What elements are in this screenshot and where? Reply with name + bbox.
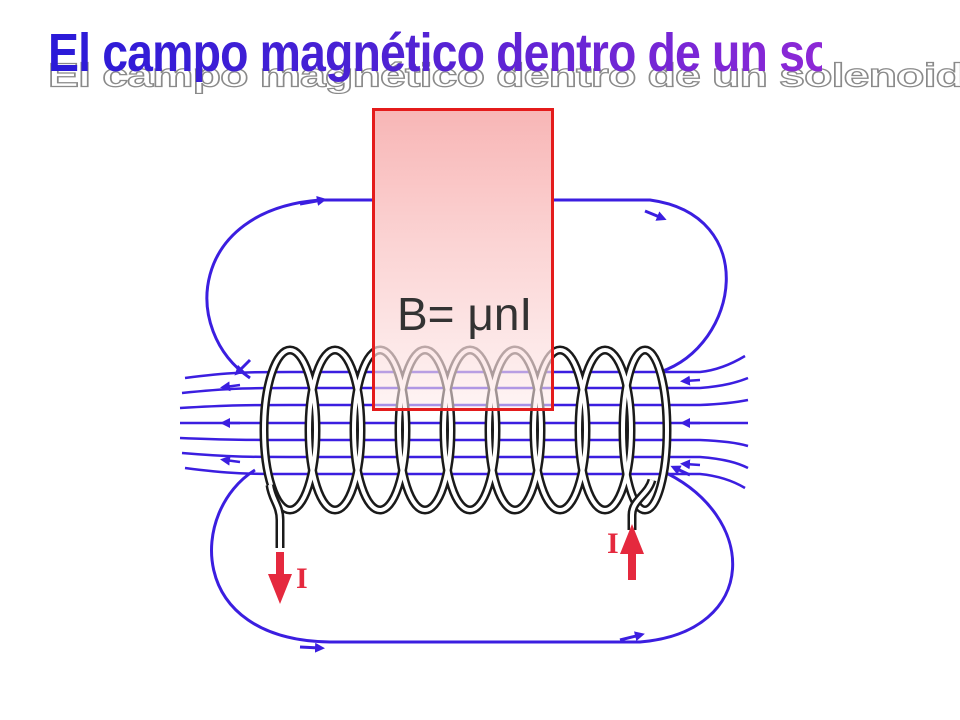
- field-loop-bottom: [210, 468, 735, 644]
- current-arrow-left: [268, 552, 292, 604]
- field-arrow-bottom-left: [299, 642, 325, 653]
- current-label-right: I: [607, 527, 619, 560]
- page-title: El campo magnético dentro de un solenoid…: [48, 23, 960, 83]
- formula-box: B= μnI: [372, 108, 554, 411]
- field-arrow-bottom-right: [619, 631, 645, 642]
- field-arrow-top-left: [299, 195, 327, 206]
- title-area: El campo magnético dentro de un solenoid…: [0, 22, 960, 112]
- title-shadow: El campo magnético dentro de un solenoid…: [47, 56, 960, 94]
- field-arrow-top-right: [644, 209, 667, 221]
- formula-text: B= μnI: [397, 288, 533, 340]
- field-arrow-upper-left-return: [234, 358, 252, 376]
- current-arrow-right: [620, 524, 644, 580]
- current-label-left: I: [296, 562, 308, 595]
- interior-field-lines: [179, 354, 749, 490]
